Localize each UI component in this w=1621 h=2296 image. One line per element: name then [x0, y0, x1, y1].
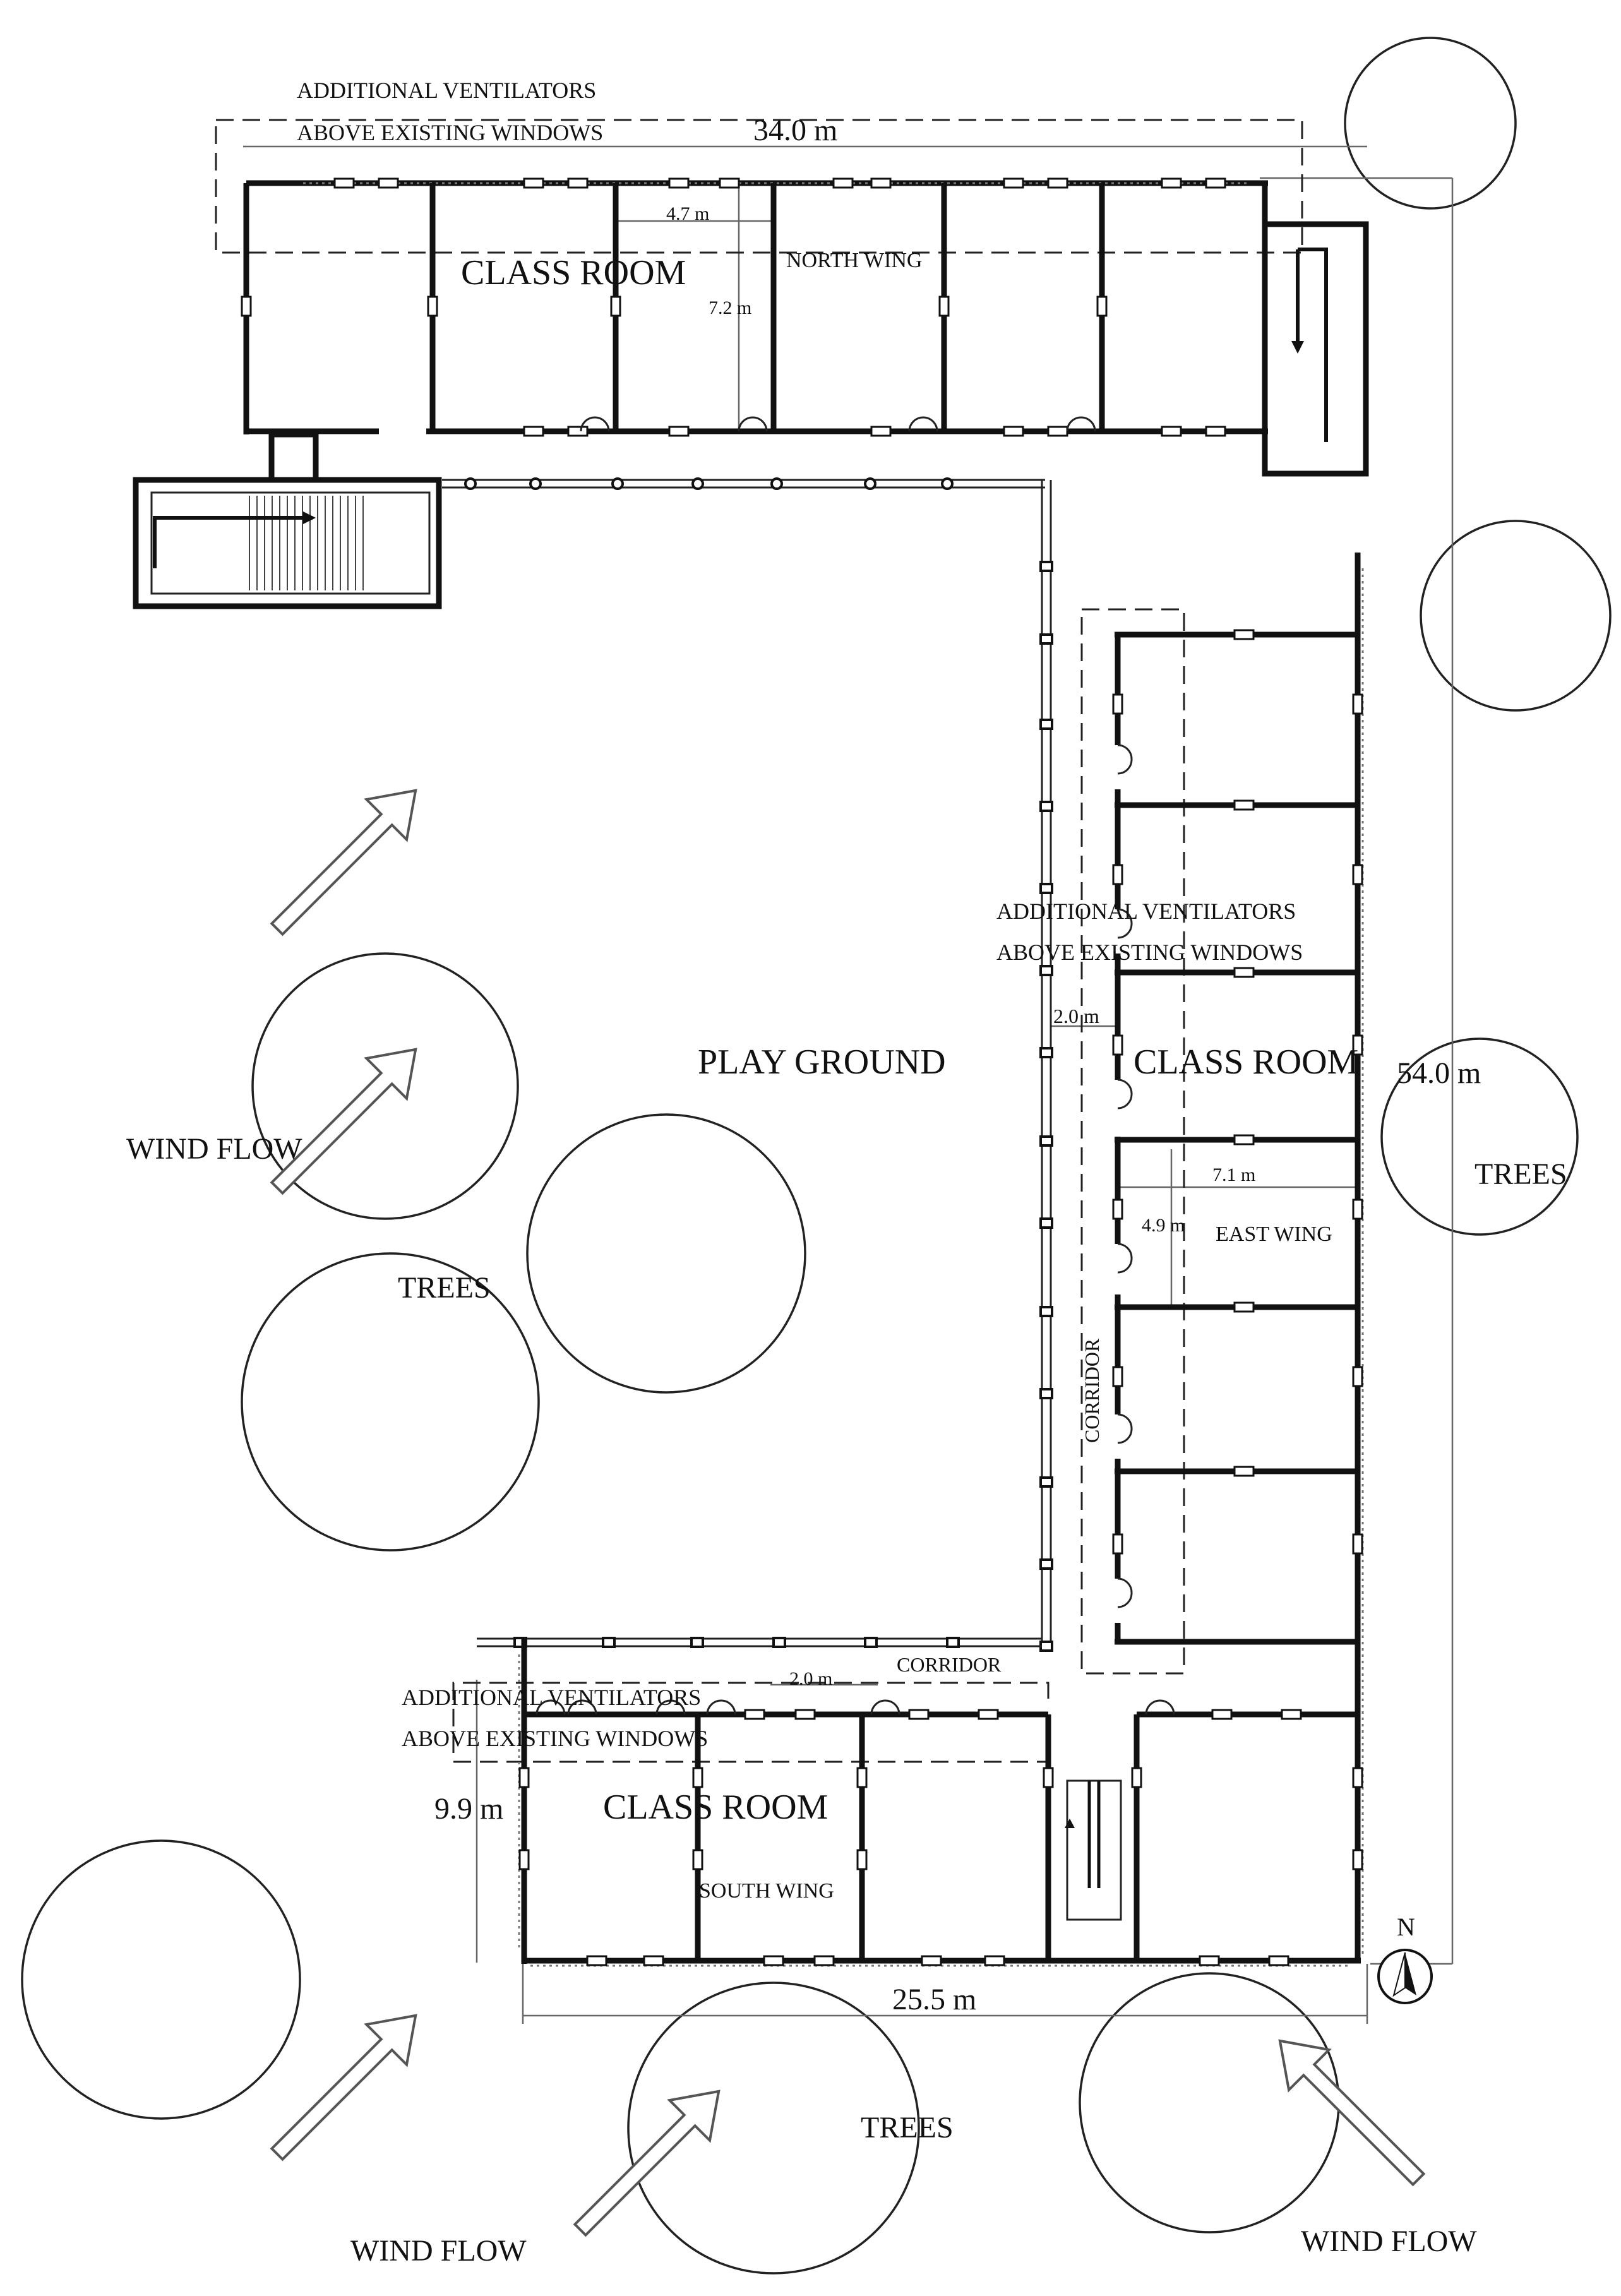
- labels: ADDITIONAL VENTILATORS ABOVE EXISTING WI…: [126, 78, 1567, 2268]
- wind-flow-south-right-label: WIND FLOW: [1301, 2225, 1477, 2258]
- south-depth-dimension: 9.9 m: [434, 1792, 503, 1826]
- wind-flow-west-label: WIND FLOW: [126, 1132, 302, 1166]
- wind-flow-south-left-label: WIND FLOW: [350, 2234, 527, 2268]
- wind-arrows: [270, 789, 1426, 2237]
- stair-treads: [249, 496, 364, 590]
- wind-arrow-icon: [270, 789, 417, 936]
- south-classroom-label: CLASS ROOM: [603, 1788, 828, 1827]
- south-windows: [518, 1709, 1363, 1966]
- north-vent-note-line2: ABOVE EXISTING WINDOWS: [297, 120, 603, 145]
- south-wing-label: SOUTH WING: [699, 1879, 834, 1903]
- south-doors: [535, 1699, 1175, 1715]
- north-room-width: 4.7 m: [666, 203, 709, 224]
- tree-canopy: [1079, 1972, 1340, 2233]
- east-classroom-label: CLASS ROOM: [1134, 1043, 1358, 1082]
- east-wing: [1112, 553, 1364, 1963]
- north-doors: [580, 416, 1096, 432]
- north-windows: [241, 177, 1226, 437]
- trees-south-label: TREES: [861, 2111, 954, 2144]
- north-vent-note-line1: ADDITIONAL VENTILATORS: [297, 78, 596, 103]
- north-arrow-icon: [1377, 1949, 1433, 2004]
- trees-east-label: TREES: [1474, 1157, 1567, 1191]
- wind-arrow-icon: [270, 2014, 417, 2161]
- north-east-stair: [1262, 221, 1369, 477]
- tree-canopy: [21, 1839, 301, 2120]
- tree-canopy: [1420, 520, 1612, 712]
- south-corridor-width: 2.0 m: [789, 1668, 832, 1689]
- tree-canopy: [627, 1982, 920, 2275]
- tree-canopy: [526, 1113, 806, 1394]
- east-windows: [1112, 629, 1363, 1555]
- north-wing: [133, 177, 1369, 609]
- east-wing-label: EAST WING: [1216, 1223, 1332, 1246]
- tree-canopy: [241, 1252, 540, 1552]
- dimension-lines: [243, 145, 1454, 2024]
- tree-canopy: [1344, 37, 1517, 210]
- north-ventilator-zone: [215, 119, 1303, 254]
- south-vent-note-line2: ABOVE EXISTING WINDOWS: [402, 1726, 708, 1751]
- trees-west-label: TREES: [398, 1271, 491, 1305]
- east-vent-note-line1: ADDITIONAL VENTILATORS: [996, 899, 1296, 924]
- east-corridor-edge: [1039, 480, 1053, 1652]
- south-stair: [1065, 1779, 1122, 1921]
- east-vent-note-line2: ABOVE EXISTING WINDOWS: [996, 940, 1303, 965]
- south-length-dimension: 25.5 m: [892, 1983, 976, 2016]
- north-room-depth: 7.2 m: [709, 297, 751, 318]
- north-classroom-label: CLASS ROOM: [461, 253, 686, 292]
- east-room-width: 7.1 m: [1212, 1164, 1255, 1185]
- east-corridor-label: CORRIDOR: [1080, 1338, 1103, 1443]
- wind-arrow-icon: [270, 1048, 417, 1195]
- north-west-stair: [133, 431, 442, 609]
- north-wing-label: NORTH WING: [786, 249, 922, 272]
- wind-arrow-icon: [1278, 2039, 1426, 2187]
- north-colonnade: [442, 477, 1045, 490]
- north-length-dimension: 34.0 m: [753, 114, 837, 147]
- east-room-depth: 4.9 m: [1142, 1215, 1185, 1236]
- south-vent-note-line1: ADDITIONAL VENTILATORS: [402, 1685, 701, 1710]
- east-corridor-width: 2.0 m: [1053, 1005, 1099, 1027]
- south-corridor-edge: [477, 1637, 1042, 1648]
- south-wing: [518, 1639, 1363, 1967]
- east-doors: [1117, 744, 1133, 1608]
- playground-label: PLAY GROUND: [698, 1043, 946, 1082]
- tree-canopy: [251, 952, 519, 1220]
- south-corridor-label: CORRIDOR: [897, 1653, 1002, 1676]
- east-length-dimension: 54.0 m: [1397, 1056, 1481, 1090]
- wind-arrow-icon: [573, 2090, 721, 2237]
- north-arrow-label: N: [1397, 1913, 1415, 1941]
- tree-canopy: [1380, 1037, 1579, 1236]
